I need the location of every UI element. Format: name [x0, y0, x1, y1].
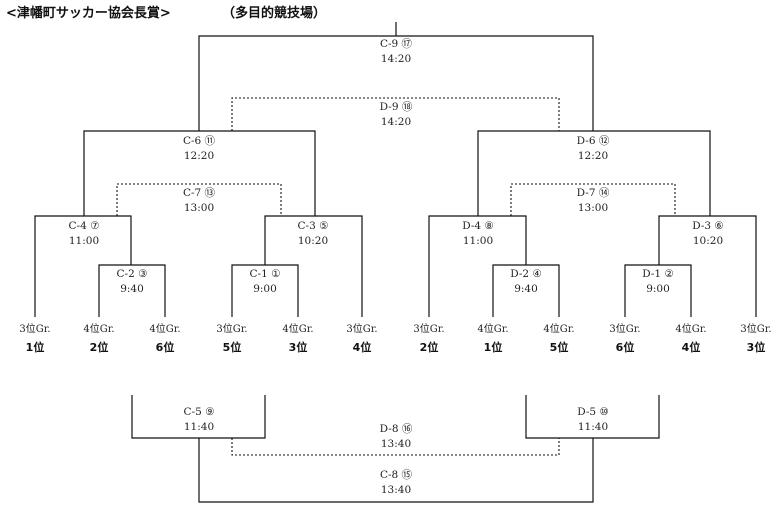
- match-d3: D-3 ⑥ 10:20: [692, 219, 724, 249]
- match-name: D-5 ⑩: [577, 406, 609, 418]
- entry-group: 4位Gr.: [282, 324, 314, 335]
- entry-rank: 2位: [419, 341, 439, 354]
- match-name: C-5 ⑨: [183, 406, 215, 418]
- match-name: C-2 ③: [116, 268, 148, 280]
- match-name: C-9 ⑰: [379, 38, 413, 50]
- entry-group: 3位Gr.: [19, 324, 51, 335]
- match-d7: D-7 ⑭ 13:00: [577, 186, 610, 216]
- match-time: 14:20: [380, 53, 412, 65]
- match-d9: D-9 ⑱ 14:20: [380, 100, 413, 130]
- match-time: 13:00: [183, 202, 215, 214]
- entry-group: 4位Gr.: [477, 324, 509, 335]
- match-name: C-8 ⑮: [379, 469, 413, 481]
- match-c1: C-1 ① 9:00: [249, 267, 280, 297]
- entry-rank: 3位: [746, 341, 766, 354]
- entry-group: 4位Gr.: [149, 324, 181, 335]
- entry-rank: 6位: [615, 341, 635, 354]
- match-c3: C-3 ⑤ 10:20: [297, 219, 328, 249]
- match-d6: D-6 ⑫ 12:20: [577, 134, 610, 164]
- match-d4: D-4 ⑧ 11:00: [462, 219, 494, 249]
- match-time: 10:20: [692, 235, 724, 247]
- match-time: 11:00: [68, 235, 100, 247]
- match-name: D-3 ⑥: [692, 220, 724, 232]
- match-time: 9:40: [120, 283, 144, 295]
- entry-rank: 1位: [483, 341, 503, 354]
- venue-label: （多目的競技場）: [222, 6, 327, 21]
- match-time: 11:00: [462, 235, 494, 247]
- match-d1: D-1 ② 9:00: [642, 267, 674, 297]
- match-c8: C-8 ⑮ 13:40: [380, 468, 412, 498]
- match-time: 11:40: [577, 421, 609, 433]
- entry-rank: 6位: [155, 341, 175, 354]
- entry-group: 4位Gr.: [83, 324, 115, 335]
- match-c6: C-6 ⑪ 12:20: [183, 134, 215, 164]
- match-time: 11:40: [183, 421, 215, 433]
- match-time: 9:00: [646, 283, 670, 295]
- match-name: D-1 ②: [642, 268, 674, 280]
- match-name: D-2 ④: [510, 268, 542, 280]
- entry-group: 3位Gr.: [216, 324, 248, 335]
- match-name: D-7 ⑭: [576, 187, 610, 199]
- match-d5: D-5 ⑩ 11:40: [577, 405, 609, 435]
- entry-rank: 5位: [549, 341, 569, 354]
- match-c4: C-4 ⑦ 11:00: [68, 219, 99, 249]
- entry-rank: 4位: [352, 341, 372, 354]
- match-time: 9:00: [253, 283, 277, 295]
- match-time: 13:00: [577, 202, 609, 214]
- match-name: C-4 ⑦: [68, 220, 100, 232]
- match-d8: D-8 ⑯ 13:40: [380, 422, 413, 452]
- entry-rank: 1位: [25, 341, 45, 354]
- solid-bracket-lines: [34, 22, 757, 503]
- match-d2: D-2 ④ 9:40: [510, 267, 542, 297]
- entry-rank: 4位: [681, 341, 701, 354]
- match-time: 14:20: [380, 116, 412, 128]
- entry-rank: 5位: [222, 341, 242, 354]
- entry-group: 4位Gr.: [543, 324, 575, 335]
- dotted-bracket-lines: [116, 97, 676, 456]
- match-name: C-6 ⑪: [182, 135, 216, 147]
- match-time: 12:20: [183, 150, 215, 162]
- match-time: 13:40: [380, 484, 412, 496]
- entry-rank: 3位: [288, 341, 308, 354]
- match-time: 10:20: [297, 235, 329, 247]
- match-c5: C-5 ⑨ 11:40: [183, 405, 214, 435]
- match-name: C-3 ⑤: [297, 220, 329, 232]
- entry-group: 3位Gr.: [609, 324, 641, 335]
- match-c7: C-7 ⑬ 13:00: [183, 186, 215, 216]
- bracket-title: <津幡町サッカー協会長賞>: [6, 6, 171, 21]
- match-name: C-1 ①: [249, 268, 281, 280]
- match-name: D-4 ⑧: [462, 220, 494, 232]
- match-name: D-9 ⑱: [379, 101, 413, 113]
- entry-rank: 2位: [89, 341, 109, 354]
- match-name: D-6 ⑫: [576, 135, 610, 147]
- match-c2: C-2 ③ 9:40: [116, 267, 147, 297]
- match-name: C-7 ⑬: [182, 187, 216, 199]
- match-time: 9:40: [514, 283, 538, 295]
- match-c9: C-9 ⑰ 14:20: [380, 37, 412, 67]
- entry-group: 4位Gr.: [675, 324, 707, 335]
- match-time: 12:20: [577, 150, 609, 162]
- match-time: 13:40: [380, 438, 412, 450]
- entry-group: 3位Gr.: [346, 324, 378, 335]
- match-name: D-8 ⑯: [379, 423, 413, 435]
- entry-group: 3位Gr.: [740, 324, 772, 335]
- entry-group: 3位Gr.: [413, 324, 445, 335]
